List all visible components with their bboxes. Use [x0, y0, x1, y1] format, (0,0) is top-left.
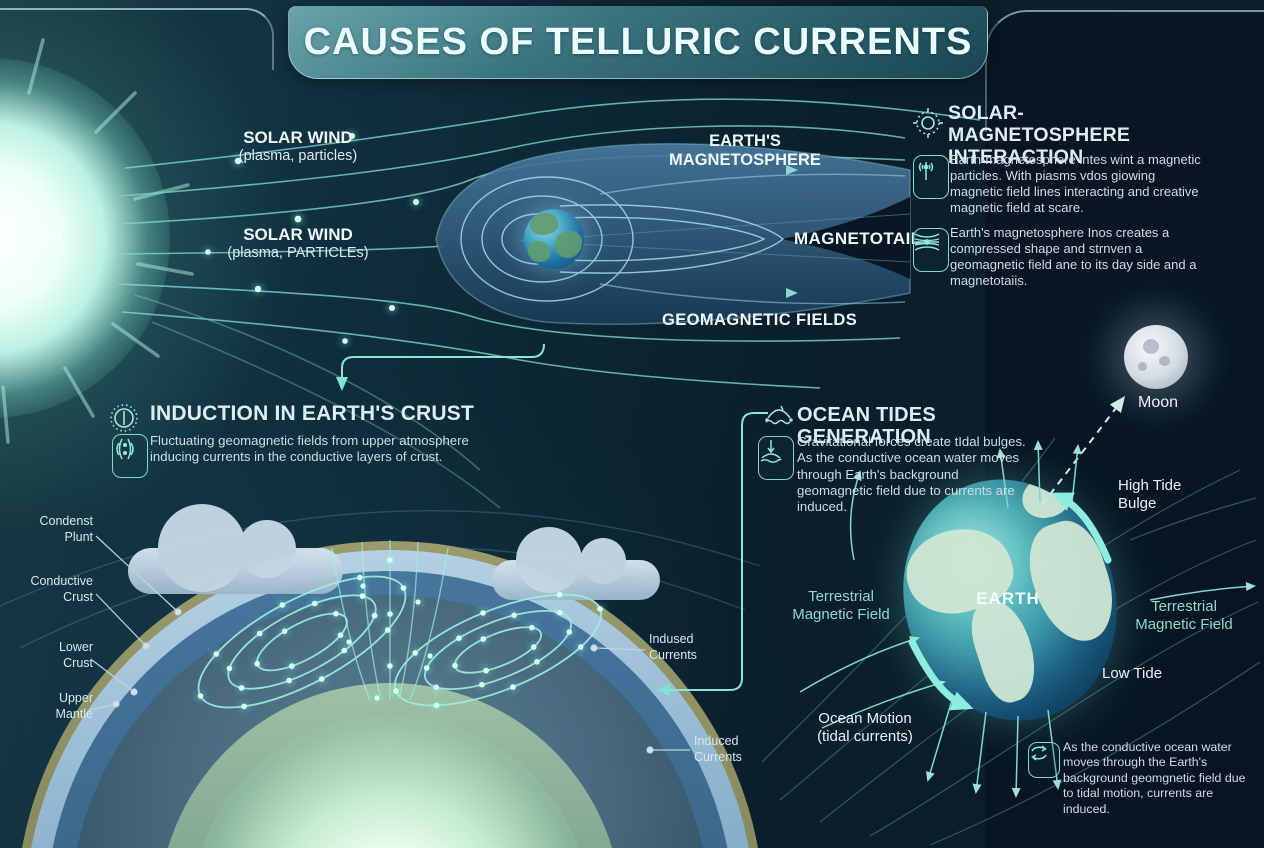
indused-currents-label: Indused Currents [649, 632, 697, 662]
ocean-footnote-text: As the conductive ocean water moves thro… [1063, 740, 1246, 816]
downwelling-field-lines [331, 540, 449, 701]
top-left-border [0, 8, 274, 70]
ocean-tides-heading: OCEAN TIDES GENERATION [797, 404, 936, 449]
terrestrial-magnetic-field-right-label: Terrestrial Magnetic Field [1135, 598, 1233, 634]
solar-wind-label-bottom: SOLAR WIND (plasma, PARTICLEs) [227, 225, 369, 261]
flow-arrowheads [786, 165, 798, 298]
solar-magnetosphere-text-2: Earth's magnetosphere Inos creates a com… [950, 225, 1197, 289]
cloud-icon [128, 504, 343, 594]
solar-wind-label-top: SOLAR WIND (plasma, particles) [238, 128, 358, 164]
top-right-border [985, 10, 1264, 132]
induced-currents-label: Induced Currents [694, 734, 742, 764]
upper-mantle-label: Upper Mantle [55, 691, 93, 721]
moon-illustration [1124, 325, 1188, 389]
magnetotail-wedge [782, 197, 910, 279]
solar-magnetosphere-text-1: Earth-magnetosphere intes wint a magneti… [950, 152, 1201, 216]
ocean-motion-arrows [908, 492, 1112, 711]
induction-connector-arrow [336, 343, 545, 391]
crust-leader-lines [89, 535, 690, 754]
lower-crust-label: Lower Crust [58, 640, 93, 670]
magnetosphere-lines-icon [913, 228, 949, 272]
earth-globe-magnetosphere [524, 209, 584, 269]
solar-wind-particles [205, 133, 419, 344]
sun-label: SUN [27, 228, 63, 245]
geomagnetic-fields-label: GEOMAGNETIC FIELDS [662, 311, 858, 329]
low-tide-label: Low Tide [1102, 665, 1163, 682]
induction-heading: INDUCTION IN EARTH'S CRUST [150, 402, 475, 425]
induction-text: Fluctuating geomagnetic fields from uppe… [150, 433, 469, 465]
current-glow-dots [197, 557, 603, 710]
solar-magnetosphere-heading: SOLAR-MAGNETOSPHERE INTERACTION [948, 102, 1131, 168]
tidal-flow-arrows [799, 440, 1256, 798]
gravity-tide-icon [758, 436, 794, 480]
earth-label: EARTH [976, 589, 1040, 608]
circulation-icon [1028, 742, 1060, 778]
cloud-icon [492, 527, 660, 600]
high-tide-bulge-label: High Tide Bulge [1118, 477, 1182, 513]
magnetotail-label: MAGNETOTAIL [794, 229, 922, 248]
conductive-crust-label: Conductive Crust [30, 574, 93, 604]
radio-waves-icon [913, 155, 949, 199]
solar-wind-streamlines [117, 98, 981, 509]
ocean-tides-text: Gravitational forces create tIdal bulges… [797, 434, 1026, 515]
induced-current-swirls [197, 540, 602, 709]
terrestrial-magnetic-field-left-label: Terrestrial Magnetic Field [792, 588, 890, 624]
title-banner: CAUSES OF TELLURIC CURRENTS [288, 6, 988, 79]
moon-label: Moon [1137, 394, 1179, 411]
field-lines-icon [112, 434, 148, 478]
condenst-plunt-label: Condenst Plunt [39, 514, 93, 544]
page-title: CAUSES OF TELLURIC CURRENTS [303, 20, 973, 63]
earths-magnetosphere-label: EARTH'S MAGNETOSPHERE [669, 132, 821, 169]
ocean-to-crust-connector [656, 412, 768, 696]
ocean-motion-label: Ocean Motion (tidal currents) [817, 710, 913, 746]
